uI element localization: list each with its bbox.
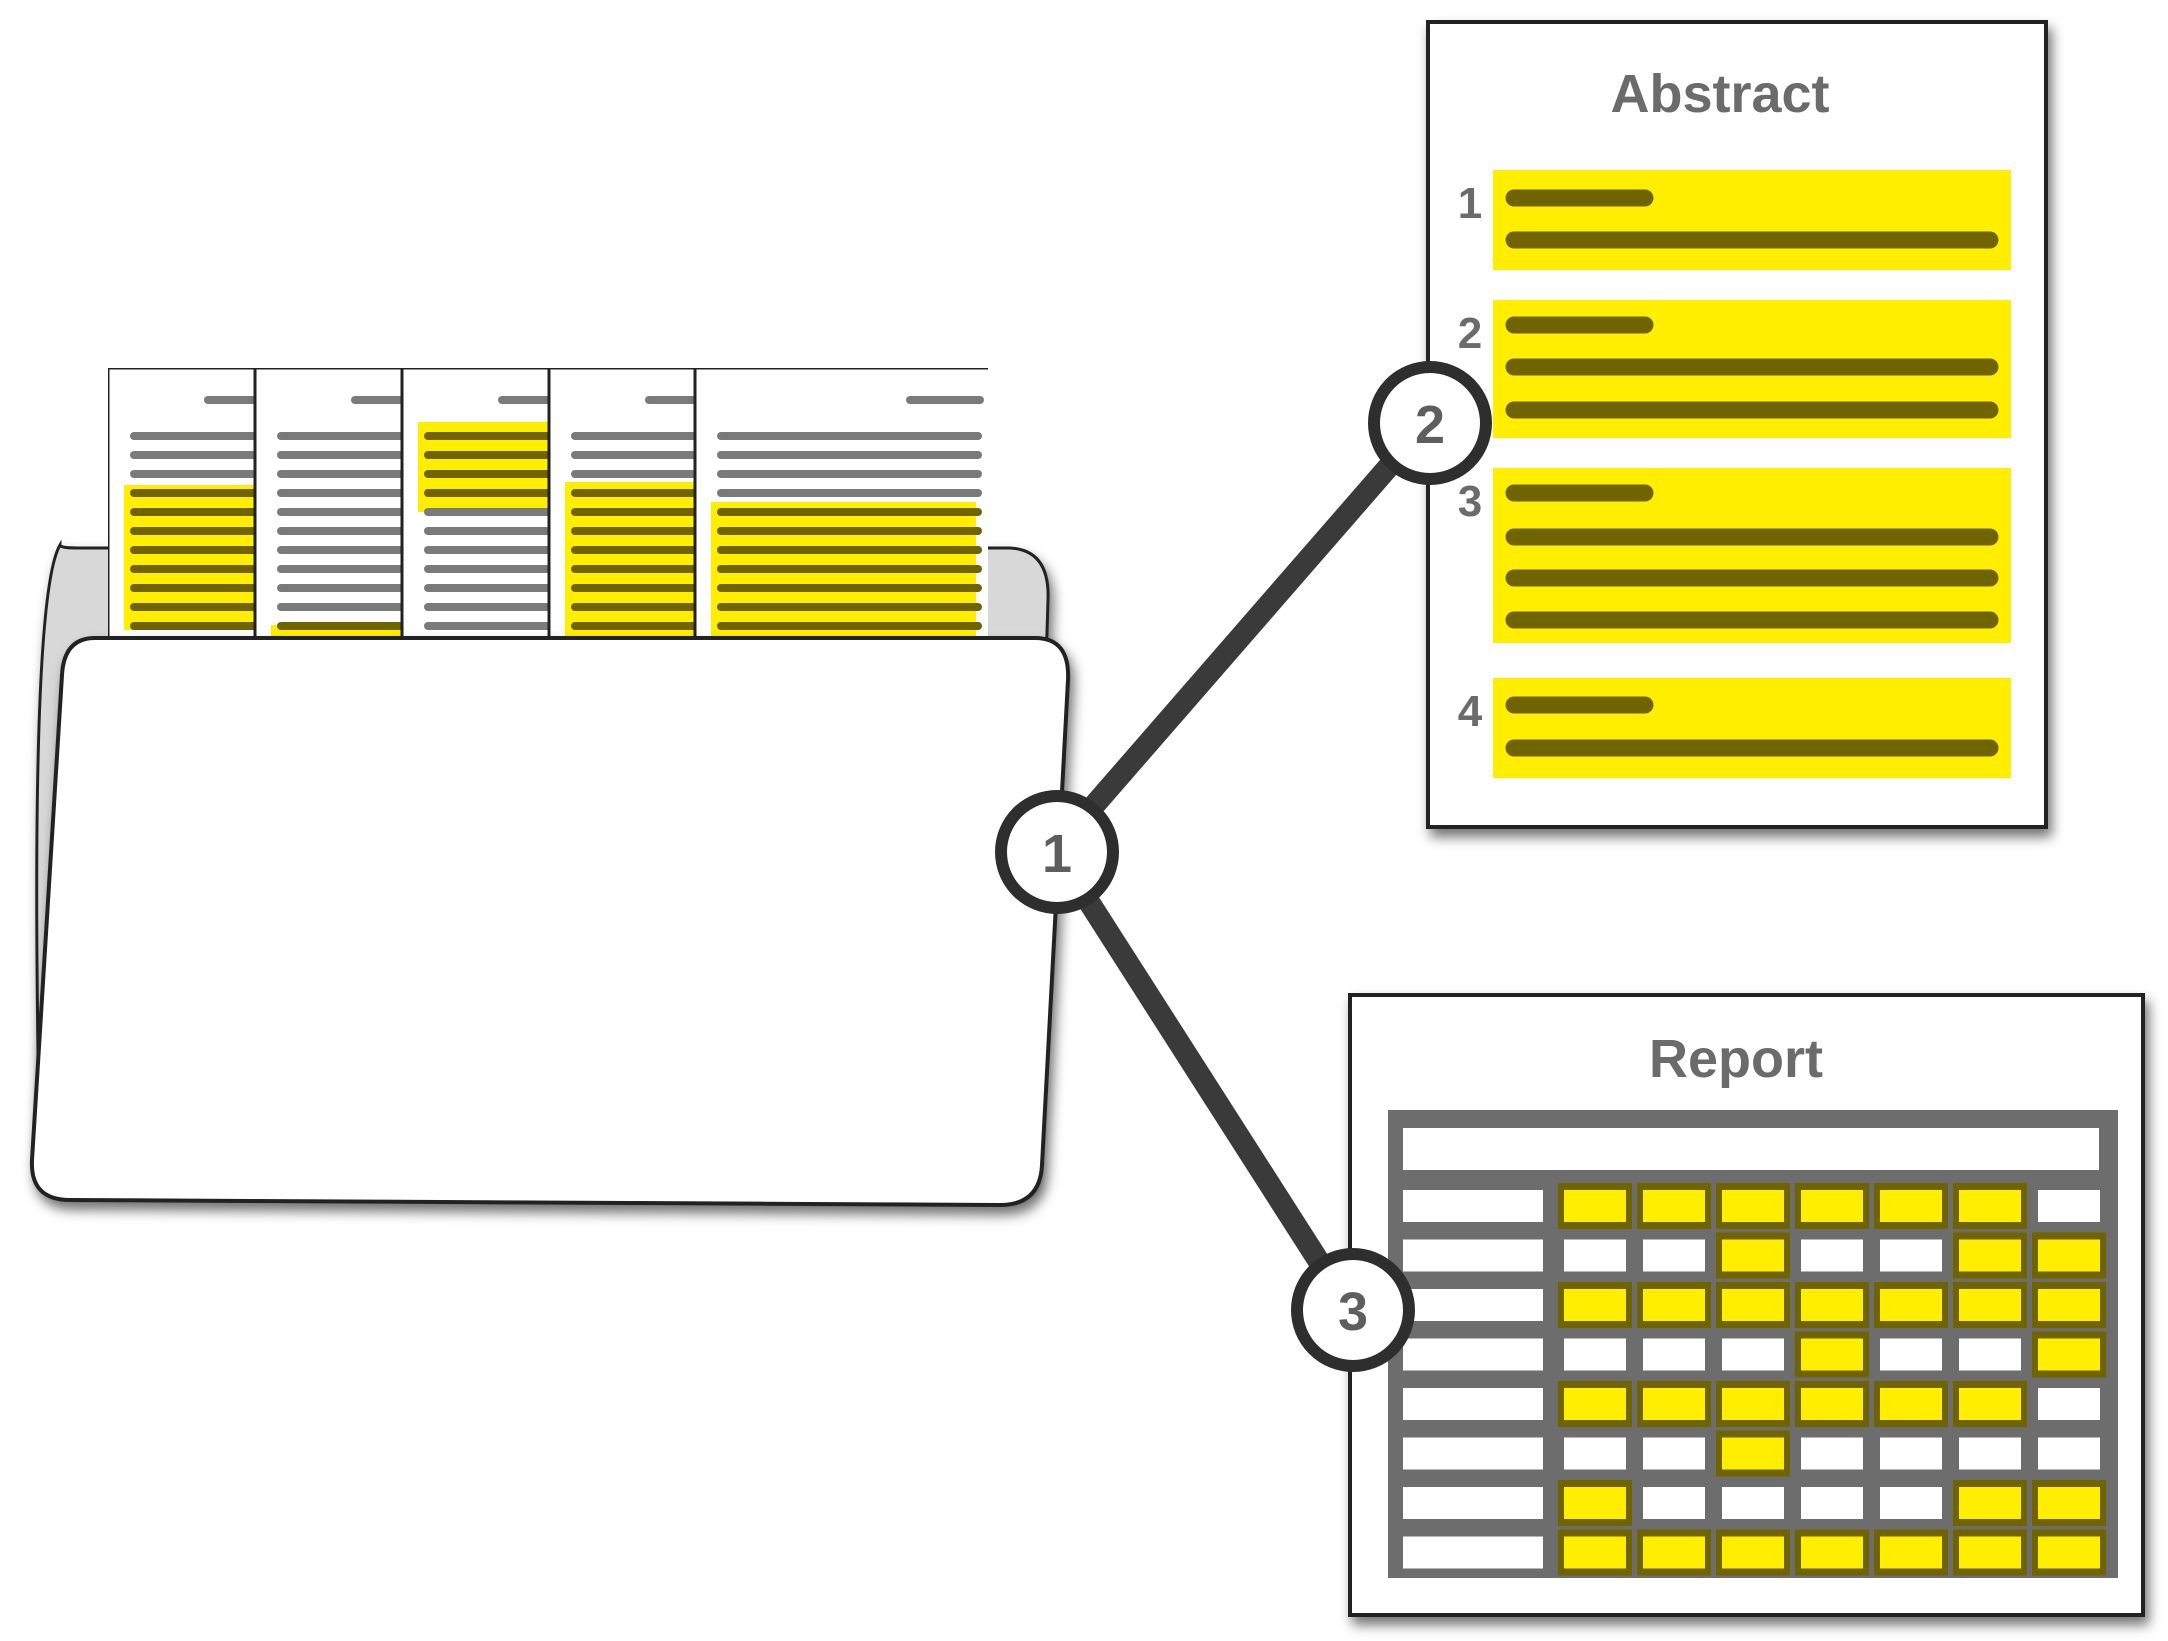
node-abstract-label: 2 <box>1415 395 1445 455</box>
report-cell-highlighted <box>1643 1536 1705 1569</box>
report-cell-highlighted <box>1722 1536 1784 1569</box>
report-cell <box>1564 1239 1626 1272</box>
abstract-item-number: 3 <box>1458 477 1482 526</box>
abstract-item: 1 <box>1458 170 2011 270</box>
report-title: Report <box>1649 1029 1823 1089</box>
report-cell-highlighted <box>1643 1289 1705 1321</box>
connector-to-report <box>1046 841 1361 1321</box>
report-cell-highlighted <box>1880 1536 1942 1569</box>
report-cell-highlighted <box>2038 1239 2100 1272</box>
report-cell <box>1722 1338 1784 1371</box>
report-cell-highlighted <box>1880 1289 1942 1321</box>
report-cell-highlighted <box>2038 1338 2100 1371</box>
report-cell-highlighted <box>1880 1388 1942 1420</box>
report-cell-highlighted <box>1643 1388 1705 1420</box>
report-cell-highlighted <box>1643 1190 1705 1222</box>
report-cell <box>1643 1338 1705 1371</box>
report-cell-highlighted <box>1564 1388 1626 1420</box>
folder <box>29 368 1071 1208</box>
report-row-label-cell <box>1403 1289 1543 1321</box>
node-source-label: 1 <box>1042 824 1072 884</box>
report-header-cell <box>1403 1128 2099 1170</box>
report-cell <box>1959 1437 2021 1470</box>
report-cell-highlighted <box>1722 1437 1784 1470</box>
report-cell-highlighted <box>1564 1190 1626 1222</box>
node-source: 1 <box>995 790 1119 914</box>
report-cell-highlighted <box>1801 1536 1863 1569</box>
report-cell-highlighted <box>1564 1536 1626 1569</box>
report-cell-highlighted <box>1564 1487 1626 1519</box>
report-cell <box>2038 1190 2100 1222</box>
report-cell-highlighted <box>1959 1190 2021 1222</box>
report-cell-highlighted <box>1722 1388 1784 1420</box>
report-cell <box>1801 1487 1863 1519</box>
report-row-label-cell <box>1403 1338 1543 1371</box>
report-cell-highlighted <box>1880 1190 1942 1222</box>
report-cell-highlighted <box>1722 1190 1784 1222</box>
abstract-highlight <box>1493 678 2011 778</box>
report-row-label-cell <box>1403 1487 1543 1519</box>
abstract-item-number: 1 <box>1458 179 1482 228</box>
report-cell <box>1801 1437 1863 1470</box>
abstract-item: 4 <box>1458 678 2011 778</box>
report-cell <box>1880 1487 1942 1519</box>
report-cell <box>1880 1239 1942 1272</box>
node-report: 3 <box>1291 1248 1415 1372</box>
report-cell-highlighted <box>2038 1487 2100 1519</box>
abstract-page: Abstract 1 2 3 4 <box>1426 20 2048 829</box>
report-cell-highlighted <box>1959 1487 2021 1519</box>
report-row-label-cell <box>1403 1536 1543 1569</box>
abstract-title: Abstract <box>1610 64 1829 124</box>
report-cell-highlighted <box>1564 1289 1626 1321</box>
report-cell-highlighted <box>1959 1536 2021 1569</box>
document-stack <box>108 368 988 640</box>
report-cell-highlighted <box>1959 1388 2021 1420</box>
node-abstract: 2 <box>1368 361 1492 485</box>
report-cell-highlighted <box>2038 1536 2100 1569</box>
report-cell <box>1801 1239 1863 1272</box>
report-cell-highlighted <box>2038 1289 2100 1321</box>
report-row-label-cell <box>1403 1388 1543 1420</box>
report-cell-highlighted <box>1722 1289 1784 1321</box>
abstract-item: 2 <box>1458 300 2011 438</box>
report-cell <box>1643 1437 1705 1470</box>
report-cell <box>2038 1388 2100 1420</box>
document-highlight <box>565 482 715 640</box>
connectors <box>1046 414 1436 1321</box>
abstract-item: 3 <box>1458 468 2011 643</box>
report-row-label-cell <box>1403 1239 1543 1272</box>
report-table <box>1388 1110 2118 1578</box>
report-cell <box>1880 1437 1942 1470</box>
report-cell-highlighted <box>1801 1388 1863 1420</box>
abstract-item-number: 4 <box>1458 687 1483 736</box>
abstract-item-number: 2 <box>1458 309 1482 358</box>
report-cell <box>1564 1437 1626 1470</box>
report-cell-highlighted <box>1722 1239 1784 1272</box>
report-cell <box>1643 1239 1705 1272</box>
report-cell <box>1643 1487 1705 1519</box>
report-row-label-cell <box>1403 1437 1543 1470</box>
node-report-label: 3 <box>1338 1282 1368 1342</box>
report-cell <box>1722 1487 1784 1519</box>
report-page: Report <box>1348 993 2145 1617</box>
abstract-items: 1 2 3 4 <box>1458 170 2011 778</box>
abstract-highlight <box>1493 170 2011 270</box>
report-cell-highlighted <box>1959 1289 2021 1321</box>
report-cell-highlighted <box>1801 1190 1863 1222</box>
report-cell <box>1880 1338 1942 1371</box>
report-cell-highlighted <box>1801 1338 1863 1371</box>
report-cell-highlighted <box>1959 1239 2021 1272</box>
report-cell <box>1564 1338 1626 1371</box>
report-cell-highlighted <box>1801 1289 1863 1321</box>
folder-front-pocket <box>29 636 1071 1208</box>
report-cell <box>2038 1437 2100 1470</box>
connector-to-abstract <box>1046 414 1436 859</box>
report-cell <box>1959 1338 2021 1371</box>
report-row-label-cell <box>1403 1190 1543 1222</box>
